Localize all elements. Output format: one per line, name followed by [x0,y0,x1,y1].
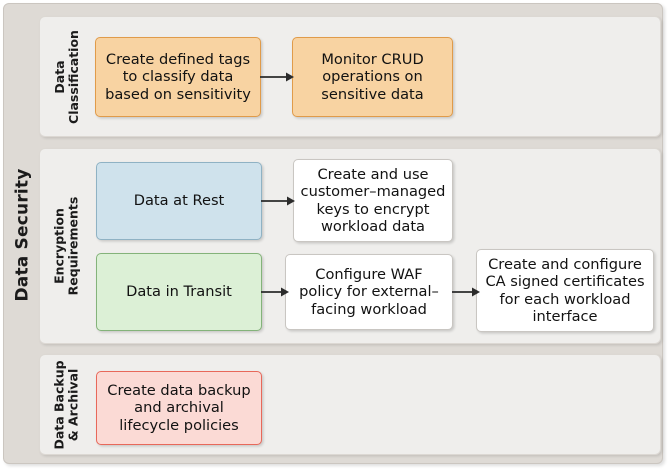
data-security-frame: Data Security Data Classification Encryp… [3,3,663,464]
section-label-line2: & Archival [65,368,81,441]
box-ca-signed-certificates[interactable]: Create and configure CA signed certifica… [476,249,654,332]
data-security-label: Data Security [6,4,40,465]
box-create-defined-tags[interactable]: Create defined tags to classify data bas… [95,37,261,117]
section-label-line1: Data Backup [51,359,67,450]
arrow-right-icon-transit-to-waf [261,287,289,297]
arrow-right-icon-tags-to-crud [260,72,294,82]
data-security-label-text: Data Security [13,167,34,302]
box-data-backup-policies[interactable]: Create data backup and archival lifecycl… [96,371,262,445]
arrow-right-icon-waf-to-certs [452,287,480,297]
box-data-in-transit[interactable]: Data in Transit [96,253,262,331]
section-label-line2: Requirements [65,196,81,296]
box-data-at-rest[interactable]: Data at Rest [96,162,262,240]
box-configure-waf-policy[interactable]: Configure WAF policy for external–facing… [285,254,453,330]
section-label-data-classification: Data Classification [40,17,93,136]
section-label-line2: Classification [65,29,81,124]
box-customer-managed-keys[interactable]: Create and use customer–managed keys to … [293,159,453,242]
section-label-encryption-requirements: Encryption Requirements [40,149,93,343]
arrow-right-icon-rest-to-cmk [261,196,295,206]
box-monitor-crud-operations[interactable]: Monitor CRUD operations on sensitive dat… [292,37,453,117]
section-label-data-backup-archival: Data Backup & Archival [40,355,93,454]
section-label-line1: Data [51,59,67,94]
